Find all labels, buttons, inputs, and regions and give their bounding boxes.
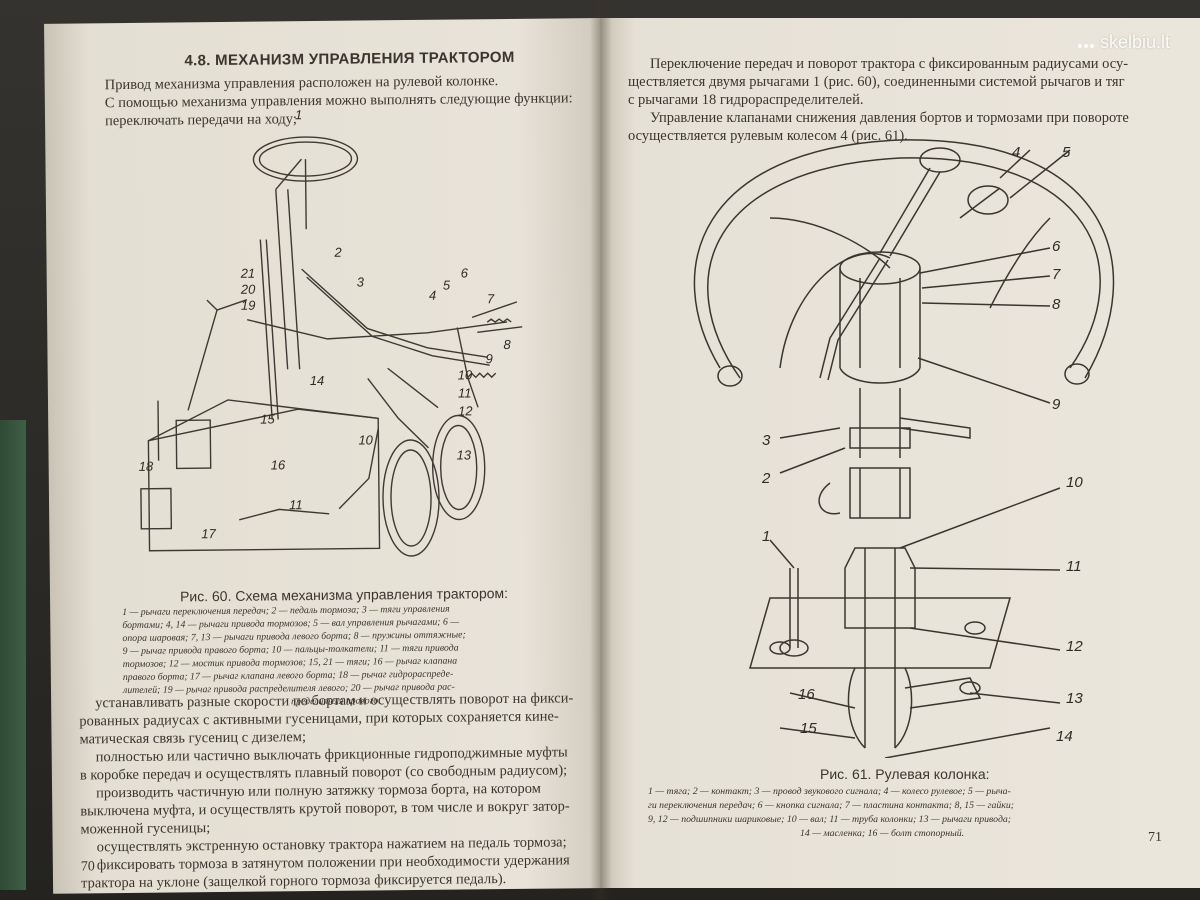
fig60-label: 2 xyxy=(334,244,342,260)
body-line: трактора на уклоне (защелкой горного тор… xyxy=(80,871,507,892)
body-line: моженной гусеницы; xyxy=(80,820,211,838)
fig60-label: 17 xyxy=(201,526,216,542)
fig60-label: 20 xyxy=(240,281,256,297)
watermark-text: skelbiu.lt xyxy=(1099,32,1170,52)
fig61-label: 1 xyxy=(762,528,771,545)
fig61-label: 2 xyxy=(762,470,771,487)
intro-line: осуществляется рулевым колесом 4 (рис. 6… xyxy=(628,128,908,144)
legend-line: ги переключения передач; 6 — кнопка сигн… xyxy=(648,800,1015,811)
figure-61-steering-column xyxy=(693,139,1115,758)
fig61-label: 7 xyxy=(1052,266,1061,283)
fig60-label: 21 xyxy=(240,265,256,281)
page-number-left: 70 xyxy=(80,859,95,875)
fig60-label: 14 xyxy=(309,372,325,389)
fig60-label: 11 xyxy=(289,497,303,513)
legend-line: 1 — тяга; 2 — контакт; 3 — провод звуков… xyxy=(648,786,1011,797)
fig61-label: 3 xyxy=(762,432,771,449)
intro-line: с рычагами 18 гидрораспределителей. xyxy=(628,92,864,108)
fig61-label: 5 xyxy=(1062,144,1071,161)
fig61-label: 9 xyxy=(1052,396,1061,413)
legend-line: 1 — рычаги переключения передач; 2 — пед… xyxy=(122,603,450,619)
intro-line: Переключение передач и поворот трактора … xyxy=(650,56,1129,72)
fig61-label: 6 xyxy=(1052,238,1061,255)
book-gutter-shadow xyxy=(590,0,612,900)
page-number-right: 71 xyxy=(1148,830,1162,845)
legend-line: тормозов; 12 — мостик привода тормозов; … xyxy=(122,655,458,671)
fig61-label: 12 xyxy=(1066,638,1083,655)
book-cover-edge xyxy=(0,420,26,890)
body-line: рованных радиусах с активными гусеницами… xyxy=(79,708,559,730)
body-line: матическая связь гусениц с дизелем; xyxy=(79,729,307,748)
fig60-label: 10 xyxy=(358,432,373,448)
legend-line: 9, 12 — подшипники шариковые; 10 — вал; … xyxy=(648,814,1012,825)
fig61-label: 13 xyxy=(1066,690,1083,707)
fig61-label: 10 xyxy=(1066,474,1083,491)
fig60-label: 10 xyxy=(457,367,473,383)
fig60-label: 8 xyxy=(503,336,511,353)
fig60-label: 15 xyxy=(260,411,275,427)
fig60-label: 9 xyxy=(485,351,493,367)
intro-line: Управление клапанами снижения давления б… xyxy=(650,110,1129,126)
section-title: 4.8. МЕХАНИЗМ УПРАВЛЕНИЯ ТРАКТОРОМ xyxy=(184,48,515,70)
fig60-label: 7 xyxy=(486,291,495,307)
fig61-label: 15 xyxy=(800,720,817,737)
fig60-label: 5 xyxy=(442,277,451,293)
figure-61-caption: Рис. 61. Рулевая колонка: xyxy=(820,766,990,782)
fig60-label: 11 xyxy=(457,385,472,401)
left-page: 4.8. МЕХАНИЗМ УПРАВЛЕНИЯ ТРАКТОРОМ Приво… xyxy=(44,18,610,894)
fig61-label: 8 xyxy=(1052,296,1061,313)
fig60-label: 13 xyxy=(456,447,472,463)
fig61-label: 14 xyxy=(1056,728,1073,745)
fig60-label: 16 xyxy=(270,457,286,473)
legend-line: опора шаровая; 7, 13 — рычаги привода ле… xyxy=(122,629,466,645)
legend-line: правого борта; 17 — рычаг клапана левого… xyxy=(122,668,454,684)
fig60-label: 3 xyxy=(356,274,365,290)
fig60-label: 12 xyxy=(458,403,473,419)
fig60-label: 19 xyxy=(240,297,256,313)
intro-line: ществляется двумя рычагами 1 (рис. 60), … xyxy=(628,74,1125,90)
legend-line: 9 — рычаг привода правого борта; 10 — па… xyxy=(122,642,459,658)
legend-line: бортами; 4, 14 — рычаги привода тормозов… xyxy=(122,616,460,632)
watermark-dots-icon xyxy=(1077,32,1095,52)
right-page: Переключение передач и поворот трактора … xyxy=(600,18,1200,888)
figure-60-mechanism-schematic xyxy=(140,136,523,557)
fig61-label: 4 xyxy=(1012,144,1021,161)
fig60-label: 18 xyxy=(138,458,154,474)
legend-line: 14 — масленка; 16 — болт стопорный. xyxy=(800,828,965,839)
fig60-label: 1 xyxy=(294,107,303,123)
site-watermark: skelbiu.lt xyxy=(1077,32,1170,53)
intro-line: С помощью механизма управления можно вып… xyxy=(104,90,573,112)
fig60-label: 4 xyxy=(428,287,437,303)
fig61-label: 16 xyxy=(798,686,815,703)
figure-60-caption: Рис. 60. Схема механизма управления трак… xyxy=(179,584,509,605)
fig60-label: 6 xyxy=(460,265,468,281)
fig61-label: 11 xyxy=(1066,558,1082,575)
